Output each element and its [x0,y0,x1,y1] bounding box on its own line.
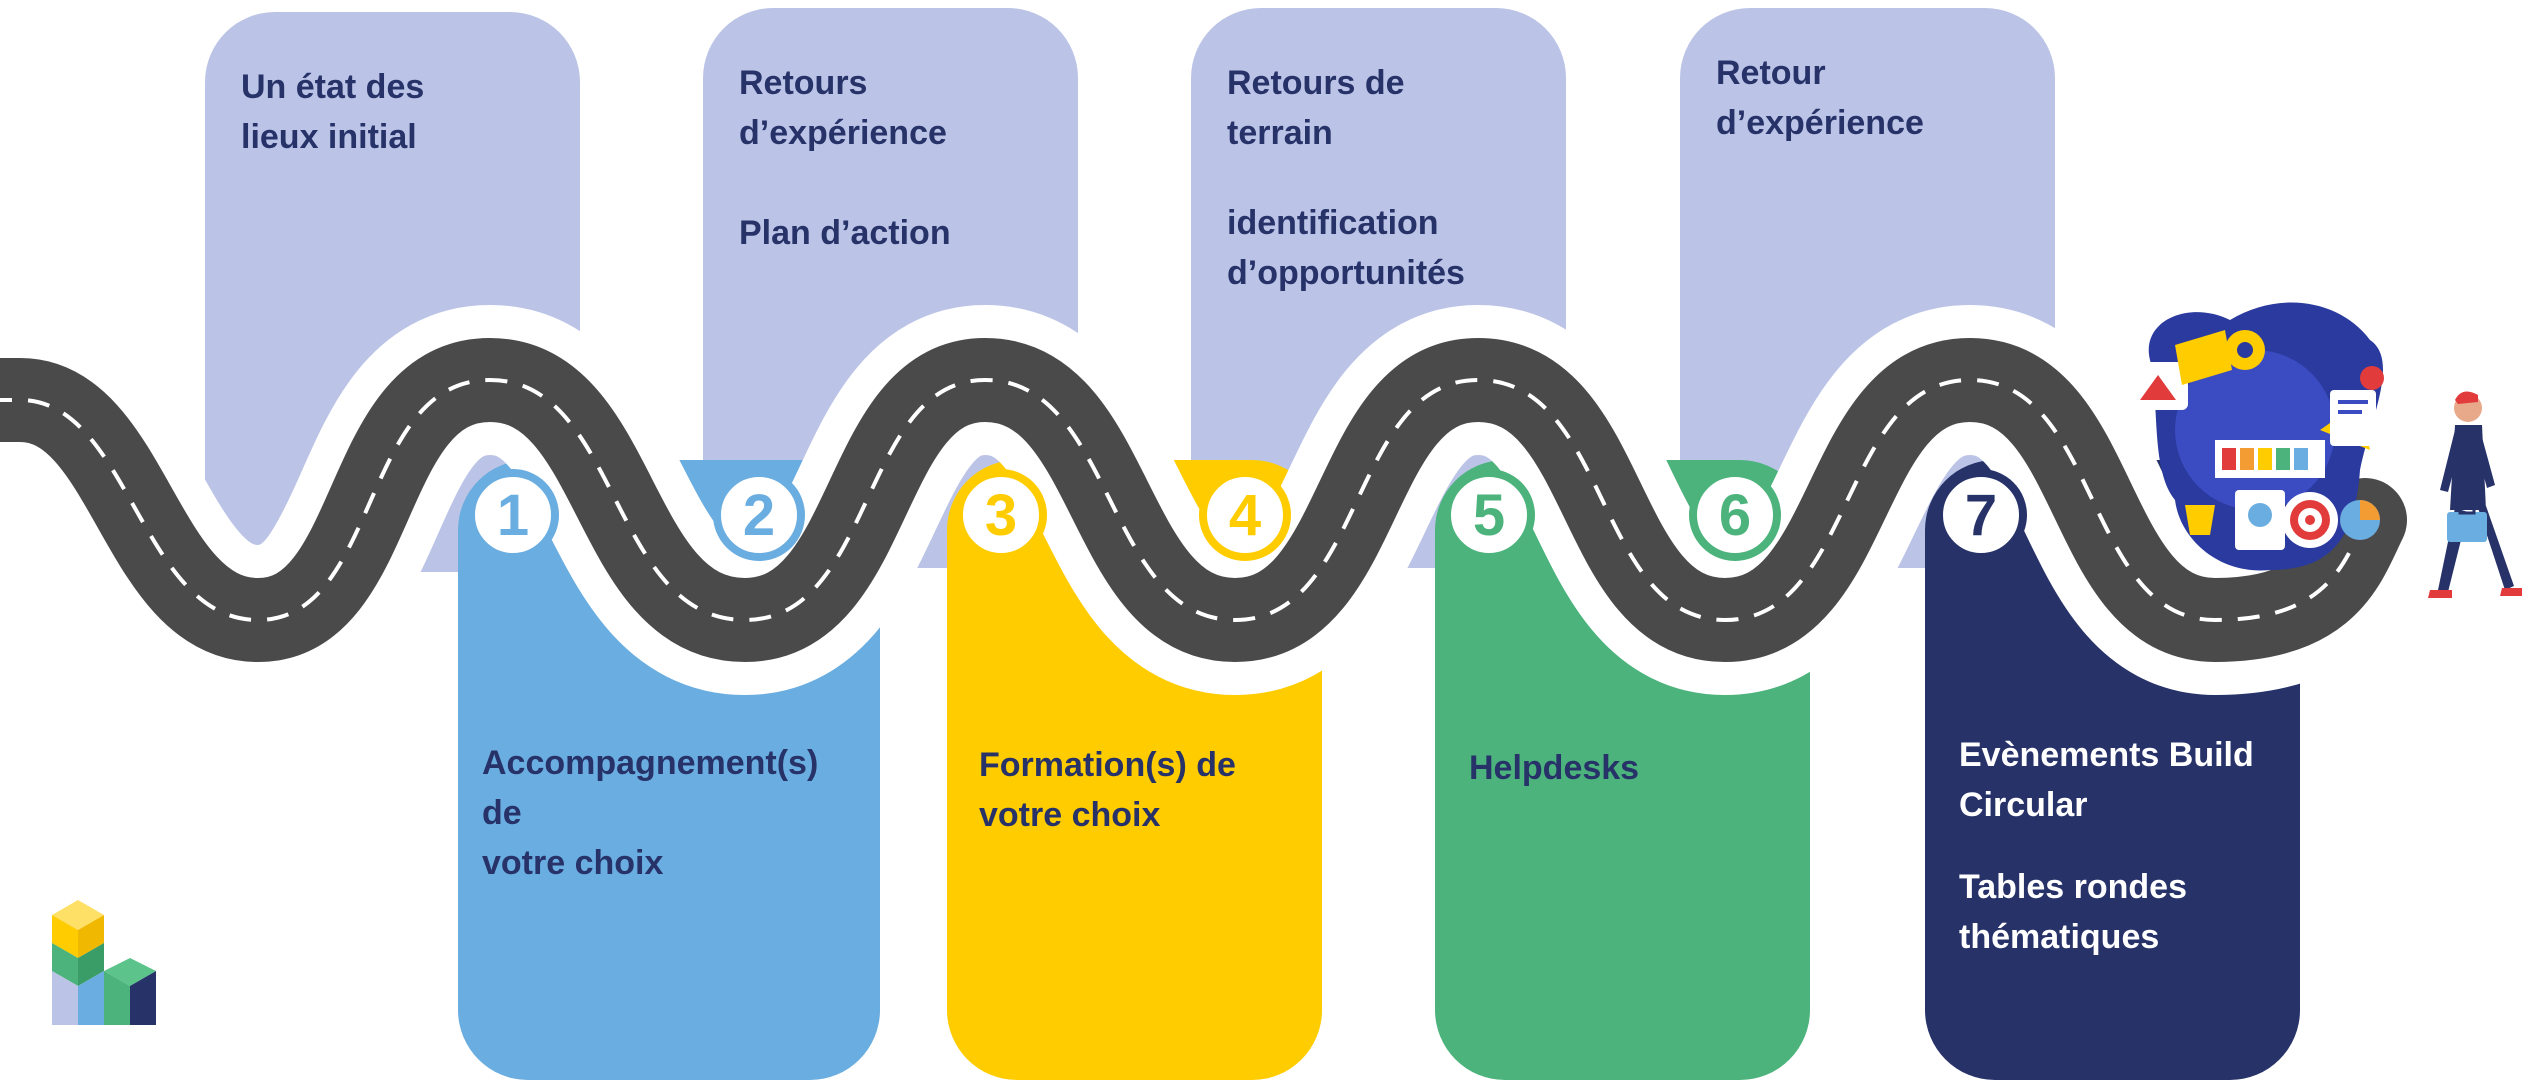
step-number-6: 6 [1718,482,1752,548]
step-badge-4: 4 [1199,469,1291,561]
step-number-1: 1 [496,482,530,548]
step-number-5: 5 [1472,482,1506,548]
top-card-1-line-1: Un état des [241,68,425,106]
step-badge-1: 1 [467,469,559,561]
top-card-3-extra-1: identification [1227,204,1439,242]
tools-collage-illustration [2140,302,2384,571]
bottom-card-4-line-2: Circular [1959,786,2088,824]
top-card-3-line-1: Retours de [1227,64,1405,102]
step-badge-3: 3 [955,469,1047,561]
step-number-3: 3 [984,482,1018,548]
bottom-card-2-line-2: votre choix [979,796,1161,834]
road-center-dashes [0,377,2367,623]
bottom-card-4-extra-2: thématiques [1959,918,2160,956]
step-badge-7: 7 [1935,469,2027,561]
top-card-3-extra-2: d’opportunités [1227,254,1465,292]
top-card-2-line-2: d’expérience [739,114,947,152]
top-card-2-line-1: Retours [739,64,868,102]
step-number-7: 7 [1964,482,1998,548]
bottom-card-1-line-2: votre choix [482,844,664,882]
bottom-card-1-line-1: Accompagnement(s) de [482,744,819,832]
road-illustration [0,337,2407,663]
step-badge-5: 5 [1443,469,1535,561]
bottom-card-2-line-1: Formation(s) de [979,746,1236,784]
top-card-4-line-2: d’expérience [1716,104,1924,142]
bottom-card-3-line-1: Helpdesks [1469,749,1640,787]
top-card-1-line-2: lieux initial [241,118,417,156]
bottom-card-4-extra-1: Tables rondes [1959,868,2187,906]
top-card-2-extra-1: Plan d’action [739,214,951,252]
step-number-2: 2 [742,482,776,548]
step-badge-2: 2 [713,469,805,561]
top-card-3-line-2: terrain [1227,114,1333,152]
walking-man-illustration [2428,391,2522,598]
logo-cubes-icon [52,900,156,1025]
bottom-card-4-line-1: Evènements Build [1959,736,2254,774]
top-card-4-line-1: Retour [1716,54,1826,92]
step-number-4: 4 [1228,482,1262,548]
step-badge-6: 6 [1689,469,1781,561]
